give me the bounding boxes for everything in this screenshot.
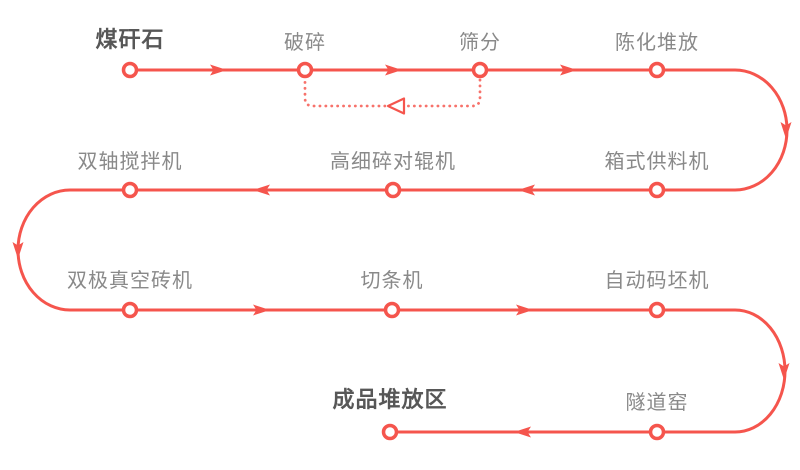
arrow-down-icon — [778, 363, 790, 380]
node-auto-stacker — [648, 301, 666, 319]
label-auto-stacker: 自动码坯机 — [604, 270, 710, 292]
feedback-path — [303, 78, 482, 108]
arrow-left-icon — [518, 184, 535, 196]
label-vacuum-brick-machine: 双极真空砖机 — [67, 270, 193, 292]
node-finished-area — [381, 423, 399, 441]
arrow-right-icon — [210, 64, 227, 76]
label-cutting-machine: 切条机 — [360, 270, 424, 292]
node-fine-roller-crusher — [384, 181, 402, 199]
label-fine-roller-crusher: 高细碎对辊机 — [330, 151, 456, 173]
node-double-shaft-mixer — [121, 181, 139, 199]
node-aging-stacking — [648, 61, 666, 79]
node-vacuum-brick-machine — [121, 301, 139, 319]
node-screening — [471, 61, 489, 79]
arrow-right-icon — [516, 304, 533, 316]
flow-arrows — [12, 64, 792, 438]
label-box-feeder: 箱式供料机 — [604, 151, 710, 173]
arrow-right-icon — [560, 64, 577, 76]
node-box-feeder — [648, 181, 666, 199]
arrow-left-icon — [253, 184, 270, 196]
label-coal-gangue: 煤矸石 — [95, 27, 165, 52]
node-cutting-machine — [383, 301, 401, 319]
label-finished-area: 成品堆放区 — [332, 387, 448, 412]
label-double-shaft-mixer: 双轴搅拌机 — [77, 151, 183, 173]
label-crushing: 破碎 — [284, 32, 326, 54]
node-tunnel-kiln — [648, 423, 666, 441]
arrow-right-icon — [385, 64, 402, 76]
label-aging-stacking: 陈化堆放 — [615, 32, 699, 54]
node-coal-gangue — [121, 61, 139, 79]
arrow-right-icon — [253, 304, 270, 316]
arrow-down-icon — [12, 242, 24, 259]
main-flow-path — [16, 68, 789, 434]
label-tunnel-kiln: 隧道窑 — [625, 392, 689, 414]
stage-nodes — [121, 61, 666, 441]
feedback-arrow-icon — [386, 97, 406, 115]
label-screening: 筛分 — [459, 32, 501, 54]
arrow-down-icon — [780, 122, 792, 139]
arrow-left-icon — [514, 426, 531, 438]
node-crushing — [296, 61, 314, 79]
